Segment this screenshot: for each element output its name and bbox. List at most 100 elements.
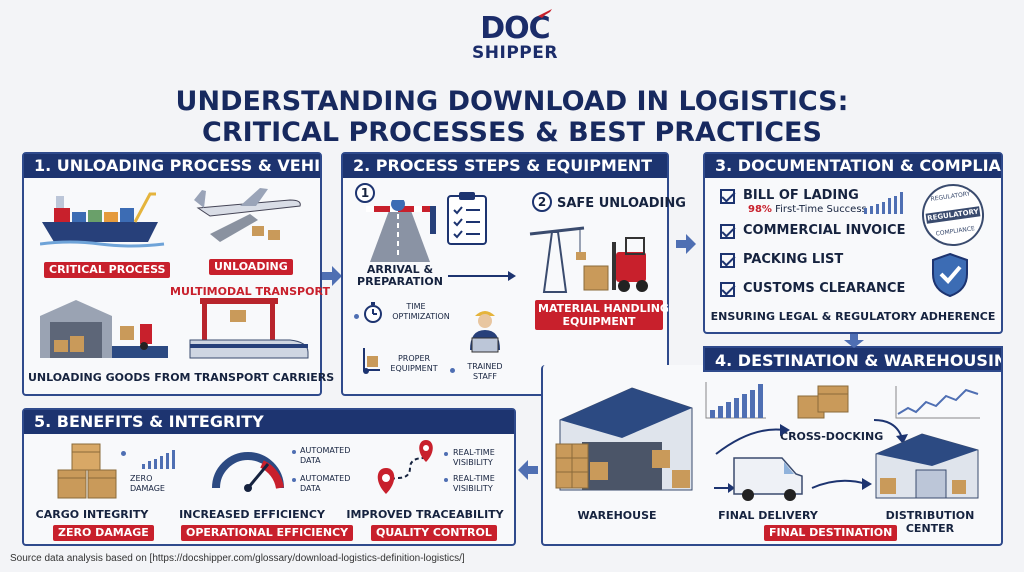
location-route-icon — [377, 440, 433, 494]
bar-sparkline-icon — [142, 450, 175, 469]
tag-operational-efficiency: OPERATIONAL EFFICIENCY — [181, 525, 354, 541]
flow-arrow-icon — [322, 266, 342, 286]
panel-4-header: 4. DESTINATION & WAREHOUSING — [703, 346, 1003, 372]
curved-arrow-icon — [715, 424, 790, 455]
safe-unloading-label: SAFE UNLOADING — [557, 196, 686, 211]
bullet-dot — [444, 452, 448, 456]
cargo-plane-icon — [194, 188, 301, 242]
unloading-goods-caption: UNLOADING GOODS FROM TRANSPORT CARRIERS — [28, 371, 335, 384]
mhe-line-2: EQUIPMENT — [562, 315, 636, 328]
step-1-badge: 1 — [355, 183, 375, 203]
cross-docking-label: CROSS-DOCKING — [780, 430, 884, 443]
cross-docking-boxes-icon — [797, 385, 849, 419]
tag-zero-damage: ZERO DAMAGE — [53, 525, 154, 541]
logo-word-bottom: SHIPPER — [472, 43, 558, 63]
step-2-badge: 2 — [532, 192, 552, 212]
cargo-ship-icon — [40, 192, 165, 248]
time-label-line-1: TIME — [406, 302, 426, 311]
automated-data-1-line-2: DATA — [300, 456, 321, 465]
bar-sparkline-icon — [864, 192, 903, 214]
source-citation: Source data analysis based on [https://d… — [10, 553, 465, 564]
mhe-line-1: MATERIAL HANDLING — [538, 302, 669, 315]
warehouse-label: WAREHOUSE — [577, 509, 657, 522]
zero-damage-line-1: ZERO — [130, 474, 153, 483]
compliance-footer: ENSURING LEGAL & REGULATORY ADHERENCE — [710, 310, 996, 323]
customs-clearance-item: CUSTOMS CLEARANCE — [720, 281, 905, 297]
panel-documentation: 3. DOCUMENTATION & COMPLIANCE — [703, 152, 1003, 334]
panel-header: 3. DOCUMENTATION & COMPLIANCE — [705, 154, 1001, 178]
tag-material-handling: MATERIAL HANDLING EQUIPMENT — [535, 300, 669, 330]
trained-label-line-2: STAFF — [472, 372, 498, 381]
checklist-clipboard-icon — [447, 192, 487, 245]
arrow-right-icon — [714, 483, 735, 493]
panel-process-steps: 2. PROCESS STEPS & EQUIPMENT — [341, 152, 669, 396]
automated-data-2-line-1: AUTOMATED — [300, 474, 351, 483]
curved-arrow-icon — [873, 419, 908, 444]
logo-word-top: DOC — [480, 11, 550, 46]
tag-quality-control: QUALITY CONTROL — [371, 525, 497, 541]
hand-truck-icon — [363, 348, 380, 374]
flow-arrow-icon — [676, 234, 696, 254]
bullet-dot — [292, 450, 296, 454]
curved-arrow-icon — [811, 478, 872, 490]
growth-chart-icon — [705, 382, 766, 419]
multimodal-transport-label: MULTIMODAL TRANSPORT — [170, 285, 330, 298]
page-title-line-2: CRITICAL PROCESSES & BEST PRACTICES — [202, 117, 822, 148]
checklist-item-label: COMMERCIAL INVOICE — [743, 223, 906, 238]
zero-damage-line-2: DAMAGE — [130, 484, 165, 493]
commercial-invoice-item: COMMERCIAL INVOICE — [720, 223, 905, 239]
proper-label-line-2: EQUIPMENT — [390, 364, 438, 373]
checkbox-icon — [720, 252, 735, 268]
proper-label-line-1: PROPER — [397, 354, 431, 363]
flow-arrow-left-icon — [518, 460, 538, 480]
page-title-line-1: UNDERSTANDING DOWNLOAD IN LOGISTICS: — [175, 86, 849, 117]
bullet-dot — [450, 368, 455, 373]
cargo-integrity-label: CARGO INTEGRITY — [35, 508, 149, 521]
arrival-label-line-1: ARRIVAL & — [366, 263, 434, 276]
bullet-dot — [121, 451, 126, 456]
checkbox-icon — [720, 188, 735, 204]
bill-of-lading-item: BILL OF LADING — [720, 188, 859, 204]
distribution-center-line-1: DISTRIBUTION — [885, 509, 975, 522]
improved-traceability-label: IMPROVED TRACEABILITY — [346, 508, 504, 521]
automated-data-2-line-2: DATA — [300, 484, 321, 493]
checklist-item-label: CUSTOMS CLEARANCE — [743, 281, 906, 296]
bullet-dot — [444, 478, 448, 482]
barrier-gate-icon — [366, 200, 436, 262]
panel-header: 2. PROCESS STEPS & EQUIPMENT — [343, 154, 667, 178]
crane-forklift-icon — [529, 226, 648, 293]
tag-final-destination: FINAL DESTINATION — [764, 525, 898, 541]
realtime-1-line-2: VISIBILITY — [453, 458, 493, 467]
realtime-2-line-1: REAL-TIME — [453, 474, 495, 483]
bol-success-text: 98% First-Time Success — [748, 204, 867, 215]
plane-logo-icon — [538, 9, 552, 18]
shield-check-icon — [932, 252, 968, 298]
checklist-item-label: PACKING LIST — [743, 252, 844, 267]
stamp-mid-text: REGULATORY — [925, 206, 981, 224]
worker-laptop-icon — [470, 311, 500, 353]
time-label-line-2: OPTIMIZATION — [392, 312, 450, 321]
distribution-center-icon — [875, 433, 979, 499]
bol-success-stat: 98% First-Time Success — [748, 204, 867, 216]
panel-header: 5. BENEFITS & INTEGRITY — [24, 410, 514, 434]
automated-data-1-line-1: AUTOMATED — [300, 446, 351, 455]
trained-label-line-1: TRAINED — [467, 362, 503, 371]
bullet-dot — [292, 478, 296, 482]
trend-line-icon — [895, 386, 980, 419]
speedometer-gauge-icon — [212, 452, 284, 492]
checkbox-icon — [720, 281, 735, 297]
cardboard-boxes-icon — [57, 443, 117, 499]
checkbox-icon — [720, 223, 735, 239]
tag-critical-process: CRITICAL PROCESS — [44, 262, 171, 278]
loading-dock-icon — [40, 300, 168, 358]
arrival-label-line-2: PREPARATION — [357, 275, 443, 288]
delivery-van-icon — [733, 457, 803, 501]
bullet-dot — [354, 314, 359, 319]
stopwatch-icon — [364, 302, 382, 323]
checklist-item-label: BILL OF LADING — [743, 188, 859, 203]
packing-list-item: PACKING LIST — [720, 252, 843, 268]
realtime-2-line-2: VISIBILITY — [453, 484, 493, 493]
final-delivery-label: FINAL DELIVERY — [718, 509, 818, 522]
step-arrow-icon — [448, 271, 516, 281]
tag-unloading: UNLOADING — [209, 259, 293, 275]
